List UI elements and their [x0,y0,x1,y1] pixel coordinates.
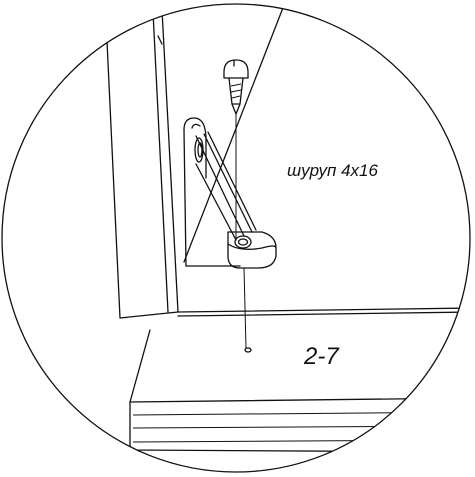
bottom-panel [129,307,470,453]
detail-circle [1,3,471,473]
screw-label: шуруп 4x16 [287,161,378,180]
corner-bracket [183,117,277,269]
hole-guide-line [243,267,247,349]
step-number-label: 2-7 [303,343,340,370]
screw [223,59,249,115]
pilot-hole-marker [244,347,252,353]
back-edge-line [183,4,287,263]
side-panel [105,9,179,319]
